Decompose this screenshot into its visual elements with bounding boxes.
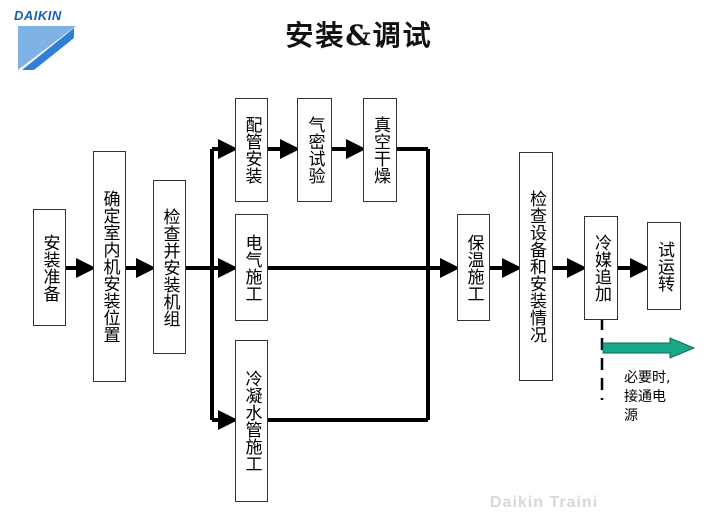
- step-vacuum: 真空干燥: [363, 98, 397, 202]
- step-trial: 试运转: [647, 222, 681, 310]
- power-note-line3: 源: [624, 408, 638, 424]
- step-inspect: 检查并安装机组: [153, 180, 186, 354]
- power-note-line2: 接通电: [624, 389, 666, 405]
- page-title: 安装&调试: [285, 19, 433, 52]
- step-drain: 冷凝水管施工: [235, 340, 268, 502]
- daikin-logo: DAIKIN: [14, 8, 78, 70]
- brand-text: DAIKIN: [14, 8, 62, 23]
- watermark: Daikin Traini: [490, 494, 599, 511]
- step-leak: 气密试验: [297, 98, 332, 202]
- step-check: 检查设备和安装情况: [519, 152, 553, 381]
- step-electric: 电气施工: [235, 214, 268, 321]
- step-insulate: 保温施工: [457, 214, 490, 321]
- step-pipe: 配管安装: [235, 98, 268, 202]
- note-arrow-icon: [602, 337, 696, 359]
- step-refrigerant: 冷媒追加: [584, 216, 618, 320]
- step-locate: 确定室内机安装位置: [93, 151, 126, 382]
- power-note: 必要时, 接通电 源: [624, 369, 704, 426]
- step-prep: 安装准备: [33, 209, 66, 326]
- daikin-logo-icon: [18, 26, 76, 70]
- power-note-line1: 必要时,: [624, 370, 671, 386]
